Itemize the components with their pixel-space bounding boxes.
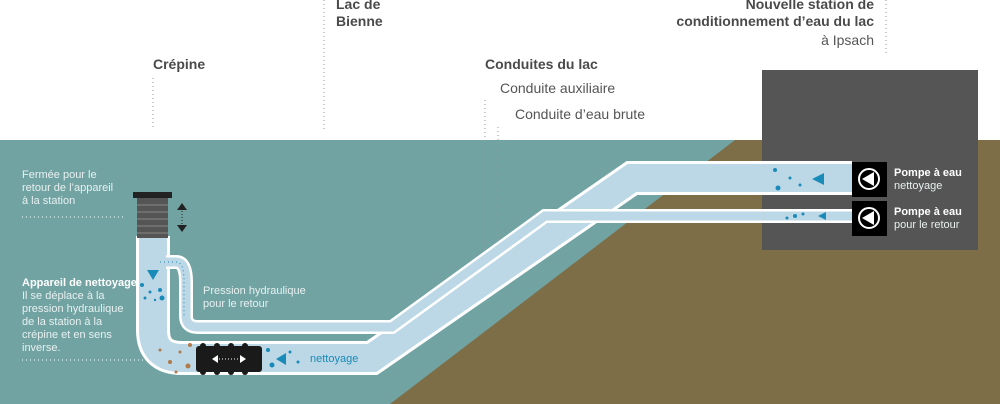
- appareil-title: Appareil de nettoyage: [22, 277, 137, 289]
- fermee-note: Fermée pour le retour de l’appareil à la…: [22, 169, 114, 207]
- lake-label: Lac de Bienne: [336, 0, 383, 29]
- crepine-cap: [133, 192, 172, 198]
- flow-arrow-icon: [812, 173, 824, 185]
- bubbles: [140, 168, 805, 368]
- return-flow-dots: [160, 261, 185, 316]
- flow-arrow-icon: [276, 353, 286, 365]
- pression-note: Pression hydraulique pour le retour: [203, 285, 306, 310]
- crepine-label: Crépine: [153, 56, 206, 72]
- pump-title: Pompe à eau: [894, 167, 962, 179]
- pump-icon: [858, 168, 880, 190]
- down-flow-arrow-icon: [147, 270, 159, 280]
- station-place: à Ipsach: [821, 32, 874, 48]
- pump-return-label: Pompe à eau pour le retour: [894, 206, 962, 232]
- appareil-note: Appareil de nettoyage Il se déplace à la…: [22, 277, 137, 355]
- pump-sub: nettoyage: [894, 180, 943, 192]
- main-pipe: [139, 164, 852, 372]
- brute-label: Conduite d’eau brute: [515, 106, 645, 122]
- pump-title: Pompe à eau: [894, 206, 962, 218]
- updown-arrow-icon: [177, 203, 187, 232]
- pump-icon: [858, 207, 880, 229]
- station-title: Nouvelle station de conditionnement d’ea…: [676, 0, 874, 29]
- auxiliaire-label: Conduite auxiliaire: [500, 80, 616, 96]
- conduites-label: Conduites du lac: [485, 56, 598, 72]
- leftright-arrow-icon: [212, 355, 246, 363]
- nettoyage-label: nettoyage: [310, 353, 359, 365]
- sediment: [158, 343, 192, 374]
- appareil-text: Il se déplace à la pression hydraulique …: [22, 290, 124, 354]
- pump-sub: pour le retour: [894, 219, 960, 231]
- crepine-mesh: [137, 198, 168, 238]
- flow-arrow-icon: [818, 212, 826, 220]
- pump-cleaning-label: Pompe à eau nettoyage: [894, 167, 962, 193]
